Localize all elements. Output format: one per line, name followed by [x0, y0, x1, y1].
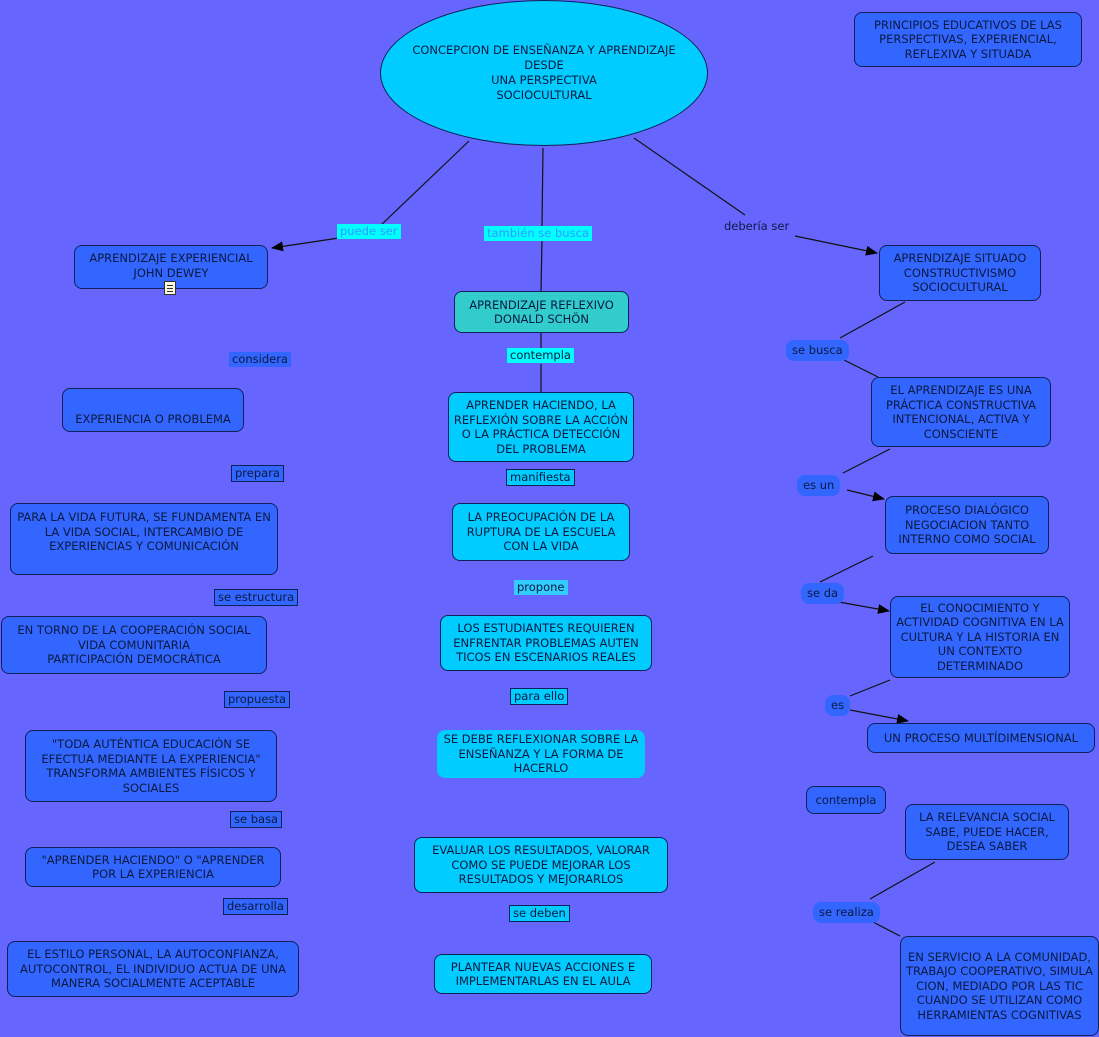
node-vida-futura[interactable]: PARA LA VIDA FUTURA, SE FUNDAMENTA EN LA… — [10, 503, 278, 575]
node-multidimensional[interactable]: UN PROCESO MULTÍDIMENSIONAL — [867, 723, 1095, 753]
link-prepara: prepara — [231, 465, 284, 482]
main-concept-ellipse[interactable]: CONCEPCION DE ENSEÑANZA Y APRENDIZAJE DE… — [380, 0, 708, 146]
node-situado[interactable]: APRENDIZAJE SITUADO CONSTRUCTIVISMO SOCI… — [879, 245, 1041, 301]
link-propone: propone — [514, 580, 568, 595]
node-experiencia[interactable]: EXPERIENCIA O PROBLEMA — [62, 388, 244, 432]
node-toda-autentica[interactable]: "TODA AUTÉNTICA EDUCACIÓN SE EFECTUA MED… — [25, 730, 277, 802]
node-aprender-reflexion[interactable]: APRENDER HACIENDO, LA REFLEXIÓN SOBRE LA… — [448, 392, 634, 462]
node-dialogico[interactable]: PROCESO DIALÓGICO NEGOCIACION TANTO INTE… — [885, 496, 1049, 554]
link-se-estructura: se estructura — [214, 589, 299, 606]
link-se-da: se da — [801, 583, 845, 604]
link-se-busca: se busca — [786, 340, 849, 361]
link-propuesta: propuesta — [224, 691, 291, 708]
link-puede-ser: puede ser — [337, 224, 401, 239]
node-relevancia[interactable]: LA RELEVANCIA SOCIAL SABE, PUEDE HACER, … — [905, 804, 1069, 860]
node-estudiantes[interactable]: LOS ESTUDIANTES REQUIEREN ENFRENTAR PROB… — [440, 615, 652, 671]
link-deberia-ser: debería ser — [724, 219, 790, 233]
principles-node[interactable]: PRINCIPIOS EDUCATIVOS DE LAS PERSPECTIVA… — [854, 12, 1082, 67]
link-contempla: contempla — [507, 348, 574, 363]
node-se-debe-reflexionar[interactable]: SE DEBE REFLEXIONAR SOBRE LA ENSEÑANZA Y… — [437, 730, 645, 778]
link-se-basa: se basa — [230, 811, 283, 828]
link-manifiesta: manifiesta — [506, 469, 575, 486]
link-para-ello: para ello — [510, 688, 569, 705]
node-reflexivo[interactable]: APRENDIZAJE REFLEXIVO DONALD SCHÖN — [454, 291, 629, 333]
link-tambien-se-busca: también se busca — [484, 226, 592, 241]
link-se-realiza: se realiza — [813, 902, 880, 923]
node-preocupacion[interactable]: LA PREOCUPACIÓN DE LA RUPTURA DE LA ESCU… — [452, 503, 630, 561]
link-se-deben: se deben — [509, 905, 570, 922]
link-es-un: es un — [797, 475, 841, 496]
node-practica[interactable]: EL APRENDIZAJE ES UNA PRÁCTICA CONSTRUCT… — [871, 377, 1051, 447]
node-contempla[interactable]: contempla — [806, 786, 886, 814]
link-es: es — [825, 695, 851, 716]
document-icon[interactable] — [164, 281, 176, 295]
link-desarrolla: desarrolla — [223, 898, 288, 915]
node-servicio[interactable]: EN SERVICIO A LA COMUNIDAD, TRABAJO COOP… — [900, 936, 1099, 1036]
node-estilo-personal[interactable]: EL ESTILO PERSONAL, LA AUTOCONFIANZA, AU… — [7, 941, 299, 997]
node-aprender-haciendo[interactable]: "APRENDER HACIENDO" O "APRENDER POR LA E… — [25, 847, 281, 887]
node-evaluar[interactable]: EVALUAR LOS RESULTADOS, VALORAR COMO SE … — [414, 837, 668, 893]
node-plantear[interactable]: PLANTEAR NUEVAS ACCIONES E IMPLEMENTARLA… — [434, 954, 652, 994]
link-considera: considera — [229, 352, 291, 367]
node-conocimiento[interactable]: EL CONOCIMIENTO Y ACTIVIDAD COGNITIVA EN… — [890, 596, 1070, 678]
node-cooperacion[interactable]: EN TORNO DE LA COOPERACIÓN SOCIAL VIDA C… — [1, 616, 267, 674]
